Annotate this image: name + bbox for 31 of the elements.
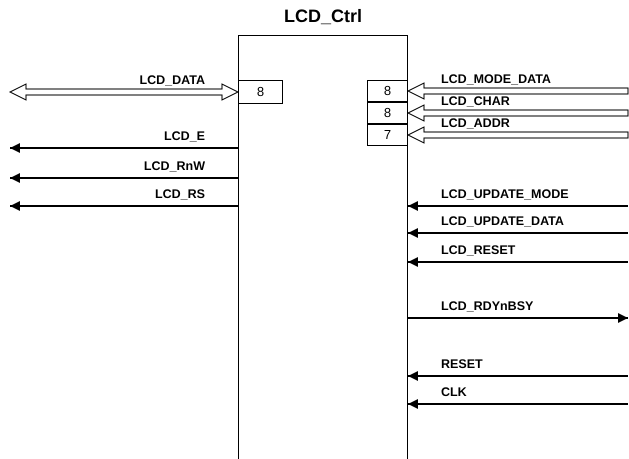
signal-label: LCD_DATA: [139, 73, 205, 87]
signal-arrow: [10, 201, 238, 211]
signal-arrow: [408, 228, 628, 238]
signal-label: LCD_UPDATE_MODE: [441, 187, 569, 201]
signal-label: LCD_E: [164, 129, 205, 143]
signal-arrow: [408, 399, 628, 409]
signal-arrow: [10, 173, 238, 183]
signal-arrow: [408, 201, 628, 211]
bus-width-box: 8: [367, 102, 408, 124]
signal-label: CLK: [441, 385, 467, 399]
block-title: LCD_Ctrl: [282, 5, 363, 27]
signal-label: LCD_UPDATE_DATA: [441, 214, 564, 228]
bus-arrow: [406, 126, 628, 144]
signal-arrow: [408, 371, 628, 381]
signal-label: LCD_RESET: [441, 243, 516, 257]
bus-arrow: [406, 82, 628, 100]
signal-label: RESET: [441, 357, 483, 371]
signal-label: LCD_CHAR: [441, 94, 510, 108]
signal-arrow: [408, 313, 628, 323]
bus-arrow: [8, 83, 240, 101]
signal-arrow: [10, 143, 238, 153]
signal-arrow: [408, 257, 628, 267]
signal-label: LCD_ADDR: [441, 116, 510, 130]
bus-width-box: 7: [367, 124, 408, 146]
bus-width-box: 8: [238, 80, 283, 104]
signal-label: LCD_MODE_DATA: [441, 72, 551, 86]
signal-label: LCD_RS: [154, 187, 205, 201]
bus-width-box: 8: [367, 80, 408, 102]
signal-label: LCD_RDYnBSY: [441, 299, 534, 313]
bus-arrow: [406, 104, 628, 122]
signal-label: LCD_RnW: [144, 159, 205, 173]
